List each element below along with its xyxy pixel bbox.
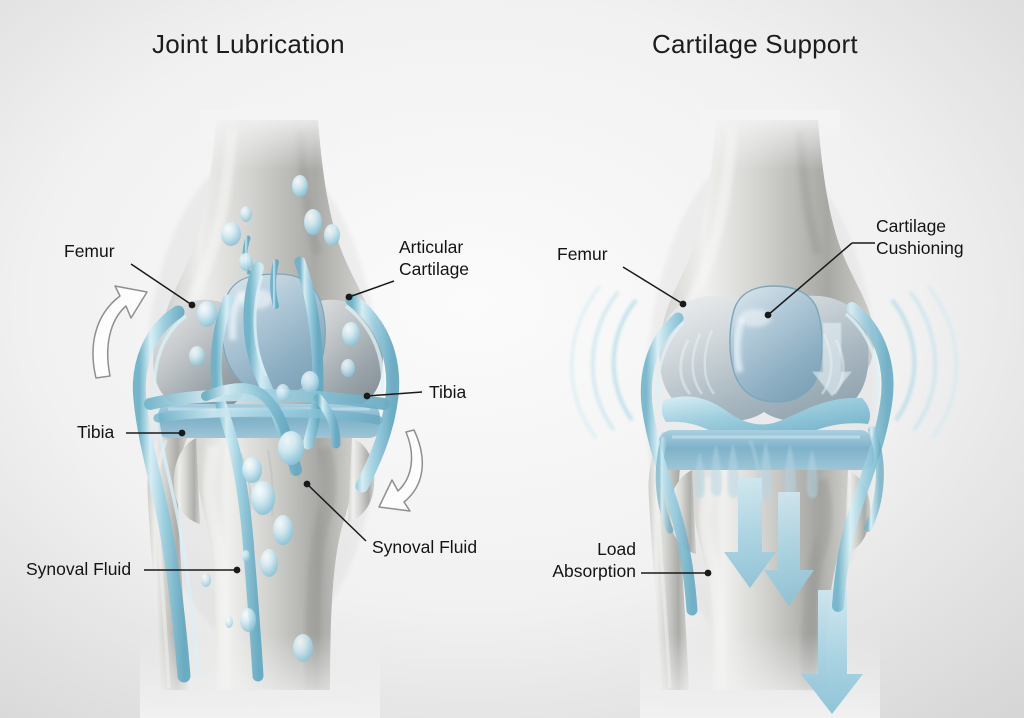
- left-knee-figure: [92, 110, 424, 718]
- panel-title-cartilage-support: Cartilage Support: [652, 29, 858, 59]
- leader-tibia-left: [126, 429, 186, 437]
- label-femur-left: Femur: [64, 240, 115, 262]
- label-femur-right: Femur: [557, 243, 608, 265]
- label-tibia-left-line1: Tibia: [77, 422, 115, 442]
- load-arrow-inner-right-icon: [764, 492, 814, 606]
- label-cartilage-cushioning: Cartilage Cushioning: [876, 215, 964, 260]
- joint-capsule-ribbons-right: [640, 302, 894, 616]
- label-cartilage-cushioning-line2: Cushioning: [876, 238, 964, 259]
- vibration-arcs-right: [890, 285, 958, 439]
- label-femur-left-line1: Femur: [64, 241, 115, 261]
- leader-femur-left: [130, 263, 196, 309]
- leader-tibia-right: [363, 391, 423, 400]
- leader-cartilage-cushioning: [764, 242, 875, 319]
- label-tibia-right: Tibia: [429, 381, 466, 403]
- label-synoval-fluid-right-line1: Synoval Fluid: [372, 537, 478, 557]
- label-synoval-fluid-left: Synoval Fluid: [26, 558, 131, 580]
- label-cartilage-cushioning-line1: Cartilage: [876, 216, 947, 236]
- leader-load-absorption: [641, 569, 712, 577]
- load-arrow-condyle-icon: [811, 322, 853, 397]
- load-arrow-outer-right-icon: [801, 590, 863, 714]
- leader-synoval-fluid-right: [303, 480, 367, 542]
- leader-synoval-fluid-left: [144, 566, 241, 574]
- load-arrow-inner-left-icon: [724, 478, 776, 588]
- label-articular-cartilage-line2: Cartilage: [399, 259, 470, 280]
- label-articular-cartilage: Articular Cartilage: [399, 236, 469, 281]
- label-tibia-left: Tibia: [77, 421, 114, 443]
- label-load-absorption-line1: Load: [597, 539, 636, 559]
- flow-arrow-down-icon: [378, 429, 424, 512]
- label-synoval-fluid-right: Synoval Fluid: [372, 536, 477, 558]
- trabecular-texture-right: [694, 439, 818, 501]
- vibration-arcs-left: [570, 285, 638, 439]
- leader-femur-right: [622, 266, 687, 308]
- label-articular-cartilage-line1: Articular: [399, 237, 464, 257]
- label-load-absorption-line2: Absorption: [552, 561, 636, 582]
- label-synoval-fluid-left-line1: Synoval Fluid: [26, 559, 132, 579]
- panel-title-joint-lubrication: Joint Lubrication: [152, 29, 345, 59]
- cartilage-cushion-band: [661, 396, 870, 451]
- label-tibia-right-line1: Tibia: [429, 382, 467, 402]
- leader-articular-cartilage: [345, 280, 395, 301]
- label-femur-right-line1: Femur: [557, 244, 608, 264]
- synovial-droplets-left: [189, 175, 360, 662]
- right-knee-figure: [570, 110, 958, 718]
- label-load-absorption: Load Absorption: [436, 538, 636, 583]
- flow-arrow-up-icon: [92, 285, 148, 379]
